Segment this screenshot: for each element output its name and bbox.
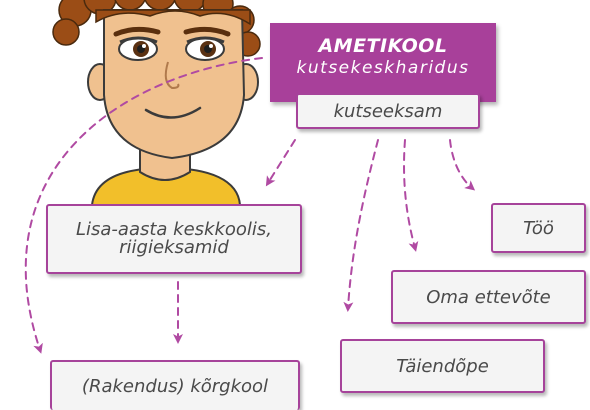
node-exam: kutseeksam — [296, 93, 480, 129]
node-own-business-label: Oma ettevõte — [426, 286, 551, 308]
student-illustration — [52, 0, 261, 206]
node-further-training: Täiendõpe — [340, 339, 545, 393]
node-work-label: Töö — [523, 217, 554, 239]
node-own-business: Oma ettevõte — [391, 270, 586, 324]
node-extra-year-line2: riigieksamid — [119, 237, 229, 258]
connector-arrows — [24, 57, 476, 354]
node-higher-school: (Rakendus) kõrgkool — [50, 360, 300, 410]
arrow-to-extra-year — [265, 139, 296, 187]
node-further-training-label: Täiendõpe — [396, 355, 489, 377]
arrow-to-work — [449, 139, 476, 191]
node-extra-year-line1: Lisa-aasta keskkoolis, — [75, 219, 273, 240]
node-work: Töö — [491, 203, 586, 253]
arrow-to-higher-school — [24, 57, 263, 354]
node-higher-school-label: (Rakendus) kõrgkool — [81, 375, 269, 397]
main-box-subtitle: kutsekeskharidus — [296, 58, 470, 78]
main-box-vocational-school: AMETIKOOL kutsekeskharidus — [270, 23, 496, 102]
node-extra-year: Lisa-aasta keskkoolis, riigieksamid — [46, 204, 302, 274]
arrow-to-further-training — [343, 139, 379, 312]
node-exam-label: kutseeksam — [333, 100, 443, 122]
arrow-to-own-business — [403, 139, 419, 252]
top-caption — [300, 0, 590, 6]
main-box-title: AMETIKOOL — [318, 35, 448, 57]
